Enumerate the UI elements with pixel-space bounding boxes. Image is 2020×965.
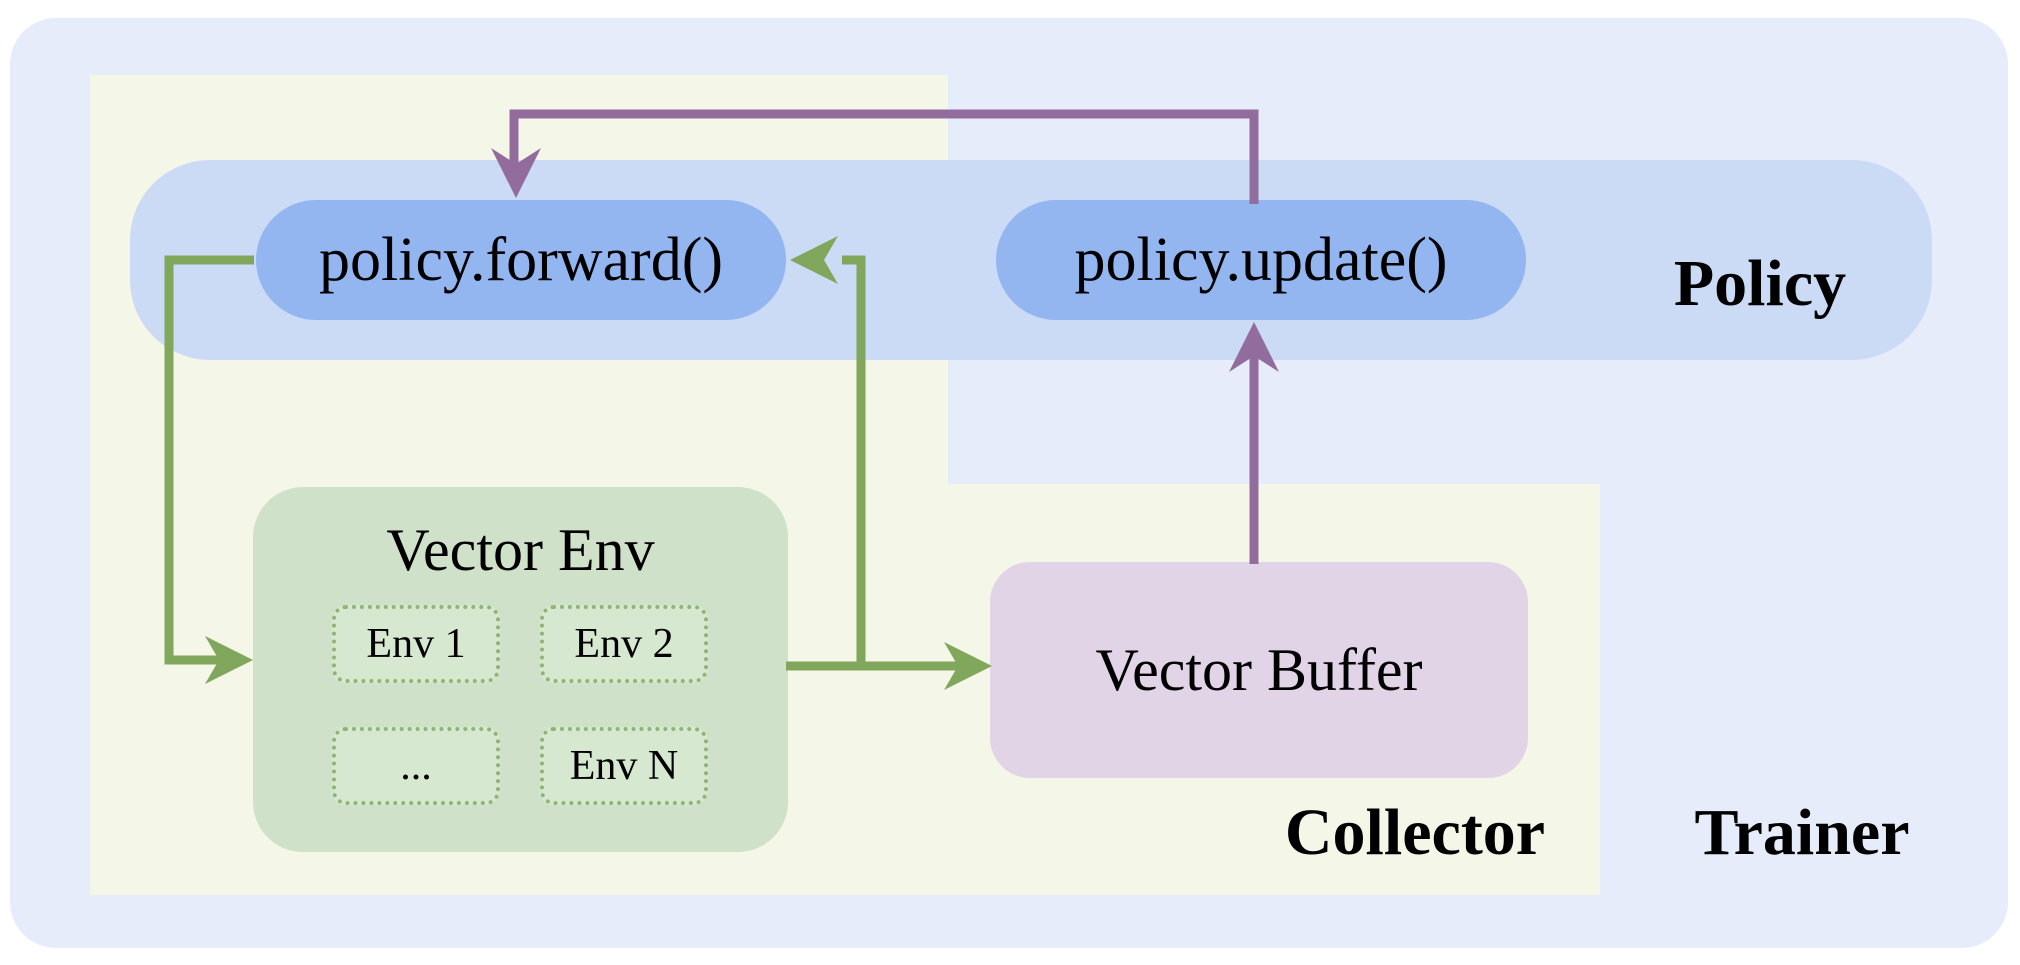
vector-env-title: Vector Env xyxy=(386,516,655,583)
collector-region-label: Collector xyxy=(1284,796,1546,869)
env-item-1-label: Env 1 xyxy=(366,621,466,667)
env-item-n-label: Env N xyxy=(569,743,679,789)
policy-update-label: policy.update() xyxy=(1074,225,1448,294)
env-item-ellipsis: ... xyxy=(332,727,500,805)
env-item-2-label: Env 2 xyxy=(574,621,674,667)
policy-region-label: Policy xyxy=(1673,247,1847,320)
node-policy-forward: policy.forward() xyxy=(256,200,786,320)
node-policy-update: policy.update() xyxy=(996,200,1526,320)
policy-forward-label: policy.forward() xyxy=(319,225,723,294)
env-item-ellipsis-label: ... xyxy=(400,743,432,789)
vector-buffer-label: Vector Buffer xyxy=(1095,636,1423,703)
trainer-region-label: Trainer xyxy=(1694,796,1910,869)
env-item-2: Env 2 xyxy=(540,605,708,683)
env-item-n: Env N xyxy=(540,727,708,805)
node-vector-buffer: Vector Buffer xyxy=(990,562,1528,778)
env-item-1: Env 1 xyxy=(332,605,500,683)
